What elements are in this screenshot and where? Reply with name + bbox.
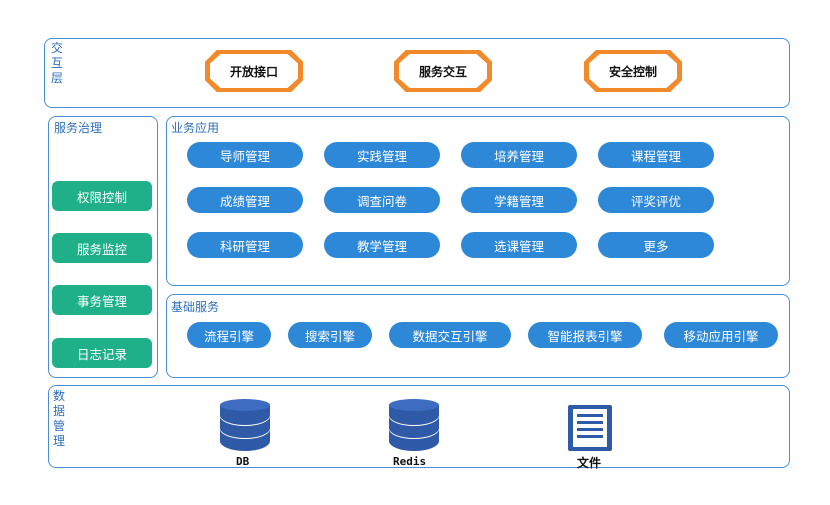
file-label: 文件	[577, 456, 602, 470]
business-app-item: 科研管理	[187, 232, 303, 258]
business-app-item: 导师管理	[187, 142, 303, 168]
business-app-item: 培养管理	[461, 142, 577, 168]
redis-label: Redis	[393, 455, 427, 468]
data-management-label: 数据管理	[53, 389, 66, 448]
permission-control-box: 权限控制	[52, 181, 152, 211]
service-interaction-label: 服务交互	[399, 54, 487, 88]
database-icon	[220, 399, 270, 451]
business-app-item: 选课管理	[461, 232, 577, 258]
security-control-node: 安全控制	[584, 50, 682, 92]
business-app-item: 调查问卷	[324, 187, 440, 213]
service-interaction-node: 服务交互	[394, 50, 492, 92]
transaction-management-box: 事务管理	[52, 285, 152, 315]
service-monitor-box: 服务监控	[52, 233, 152, 263]
basic-service-item: 数据交互引擎	[389, 322, 511, 348]
interaction-layer-label: 交互层	[51, 41, 64, 85]
service-governance-label: 服务治理	[54, 121, 103, 135]
business-app-item: 评奖评优	[598, 187, 714, 213]
db-label: DB	[236, 455, 250, 468]
security-control-label: 安全控制	[589, 54, 677, 88]
log-record-box: 日志记录	[52, 338, 152, 368]
business-apps-label: 业务应用	[171, 121, 220, 135]
business-app-item: 教学管理	[324, 232, 440, 258]
basic-service-item: 搜索引擎	[288, 322, 372, 348]
file-icon	[568, 405, 612, 451]
basic-service-item: 流程引擎	[187, 322, 271, 348]
business-app-item: 更多	[598, 232, 714, 258]
business-app-item: 学籍管理	[461, 187, 577, 213]
basic-service-item: 移动应用引擎	[664, 322, 778, 348]
business-app-item: 课程管理	[598, 142, 714, 168]
open-api-node: 开放接口	[205, 50, 303, 92]
business-app-item: 成绩管理	[187, 187, 303, 213]
open-api-label: 开放接口	[210, 54, 298, 88]
basic-service-item: 智能报表引擎	[528, 322, 642, 348]
business-app-item: 实践管理	[324, 142, 440, 168]
redis-icon	[389, 399, 439, 451]
basic-services-label: 基础服务	[171, 300, 220, 314]
